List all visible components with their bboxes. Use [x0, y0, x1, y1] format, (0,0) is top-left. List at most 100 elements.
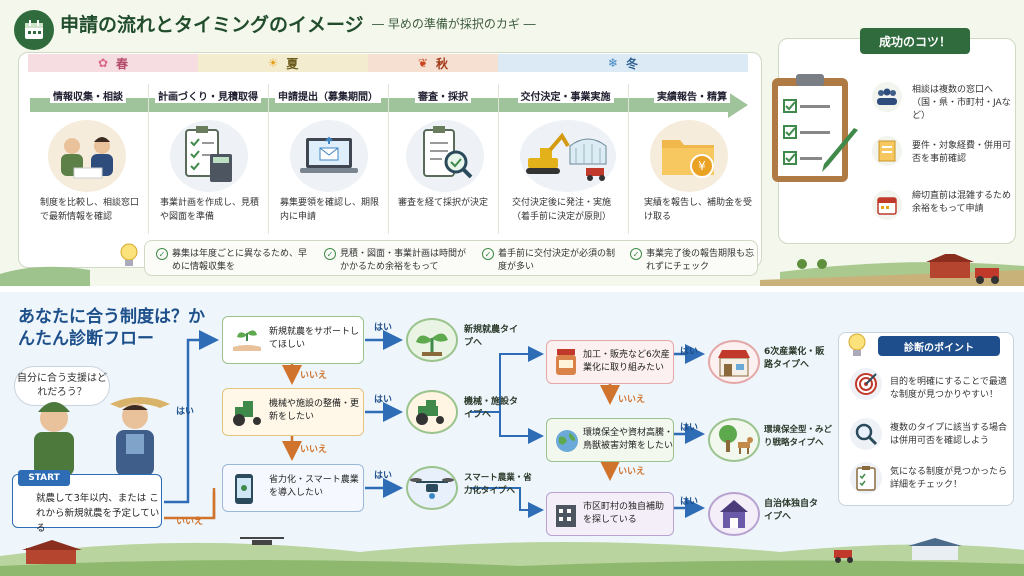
question-sixth-industry[interactable]: 加工・販売など6次産業化に取り組みたい — [546, 340, 674, 384]
document-icon — [872, 136, 902, 166]
shop-icon — [708, 340, 760, 384]
step-divider — [628, 84, 629, 234]
folder-yen-icon: ¥ — [650, 120, 728, 192]
step-desc: 審査を経て採択が決定 — [398, 198, 489, 208]
no-label: いいえ — [618, 395, 646, 405]
page-title: 申請の流れとタイミングのイメージ — [60, 14, 364, 36]
result-machinery[interactable]: 機械・施設タイプへ — [464, 397, 519, 420]
season-summer: ☀夏 — [198, 54, 368, 72]
question-municipality[interactable]: 市区町村の独自補助を探している — [546, 492, 674, 536]
diagnosis-point: 複数のタイプに該当する場合は併用可否を確認しよう — [890, 423, 1008, 446]
seedling-hand-icon — [231, 325, 263, 359]
yes-label: はい — [374, 395, 393, 405]
step-title: 審査・採択 — [388, 88, 498, 103]
step-desc: 制度を比較し、相談窓口で最新情報を確認 — [40, 198, 140, 222]
field-landscape — [0, 530, 1024, 576]
people-icon — [872, 82, 902, 112]
tip-text: 募集は年度ごとに異なるため、早めに情報収集を — [172, 249, 308, 272]
checklist-magnifier-icon — [406, 120, 484, 192]
success-tips-title: 成功のコツ！ — [860, 28, 970, 54]
success-tip: 締切直前は混雑するため余裕をもって申請 — [912, 191, 1012, 214]
maple-leaf-icon: ❦ — [417, 56, 429, 70]
check-circle-icon: ✓ — [324, 248, 336, 260]
result-environment[interactable]: 環境保全型・みどり戦略タイプへ — [764, 425, 833, 448]
building-icon — [553, 499, 579, 533]
checklist-icon — [850, 462, 882, 494]
season-autumn: ❦秋 — [368, 54, 498, 72]
success-tip: 相談は複数の窓口へ（国・県・市町村・JAなど） — [912, 85, 1011, 121]
step-title: 交付決定・事業実施 — [503, 88, 628, 103]
step-desc: 交付決定後に発注・実施（着手前に決定が原則） — [512, 198, 612, 222]
step-title: 申請提出（募集期間） — [268, 88, 388, 103]
sun-icon: ☀ — [267, 56, 279, 70]
yes-label: はい — [374, 323, 393, 333]
target-icon — [850, 368, 882, 400]
result-new-farmer[interactable]: 新規就農タイプへ — [464, 325, 519, 348]
field-landscape — [0, 252, 1024, 286]
diagnosis-point: 気になる制度が見つかったら詳細をチェック！ — [890, 467, 1008, 490]
smartphone-icon — [233, 473, 255, 509]
step-divider — [498, 84, 499, 234]
check-circle-icon: ✓ — [156, 248, 168, 260]
result-sixth-industry[interactable]: 6次産業化・販路タイプへ — [764, 347, 825, 370]
result-smart-farming[interactable]: スマート農業・省力化タイプへ — [464, 473, 532, 496]
step-desc: 実績を報告し、補助金を受け取る — [644, 198, 753, 222]
start-label: START — [18, 470, 70, 486]
yes-label: はい — [680, 497, 699, 507]
drone-icon — [406, 466, 458, 510]
question-machinery[interactable]: 機械や施設の整備・更新をしたい — [222, 388, 364, 436]
laptop-mail-icon — [290, 120, 368, 192]
sprout-icon — [406, 318, 458, 362]
speech-bubble: 自分に合う支援はどれだろう？ — [14, 366, 110, 406]
consultation-icon — [48, 120, 126, 192]
diagnosis-title: あなたに合う制度は？かんたん診断フロー — [18, 307, 205, 349]
question-environment[interactable]: 環境保全や資材高騰・鳥獣被害対策をしたい — [546, 418, 674, 462]
yes-label: はい — [680, 347, 699, 357]
tree-deer-icon — [708, 418, 760, 462]
step-title: 情報収集・相談 — [28, 88, 148, 103]
diagnosis-points-title: 診断のポイント — [878, 336, 1000, 356]
step-divider — [268, 84, 269, 234]
magnifier-icon — [850, 418, 882, 450]
farmers-illustration — [20, 384, 170, 480]
season-spring: ✿春 — [28, 54, 198, 72]
no-label: いいえ — [300, 445, 328, 455]
globe-leaf-icon — [553, 425, 581, 459]
clipboard-pen-icon — [766, 70, 866, 194]
step-title: 計画づくり・見積取得 — [148, 88, 268, 103]
clipboard-calculator-icon — [170, 120, 248, 192]
house-icon — [708, 492, 760, 536]
diagnosis-point: 目的を明確にすることで最適な制度が見つかりやすい！ — [890, 377, 1007, 400]
yes-label: はい — [374, 471, 393, 481]
start-question: 就農して3年以内、または これから新規就農を予定している — [36, 493, 160, 534]
jam-jar-icon — [553, 347, 579, 381]
tractor-icon — [406, 390, 458, 434]
excavator-greenhouse-icon — [520, 120, 616, 192]
season-winter: ❄冬 — [498, 54, 748, 72]
lightbulb-icon — [846, 332, 868, 364]
step-desc: 事業計画を作成し、見積や図面を準備 — [160, 198, 260, 222]
yes-label: はい — [680, 423, 699, 433]
tips-box — [144, 240, 758, 276]
tractor-icon — [229, 399, 265, 431]
success-tip: 要件・対象経費・併用可否を事前確認 — [912, 141, 1012, 164]
snowflake-icon: ❄ — [607, 56, 619, 70]
step-desc: 募集要領を確認し、期限内に申請 — [280, 198, 380, 222]
no-label: いいえ — [176, 517, 204, 527]
step-divider — [388, 84, 389, 234]
step-divider — [148, 84, 149, 234]
tip-text: 見積・図面・事業計画は時間がかかるため余裕をもって — [340, 249, 467, 272]
question-smart-farming[interactable]: 省力化・スマート農業を導入したい — [222, 464, 364, 512]
result-municipality[interactable]: 自治体独自タイプへ — [764, 499, 819, 522]
step-title: 実績報告・精算 — [632, 88, 752, 103]
no-label: いいえ — [618, 467, 646, 477]
calendar-icon — [14, 10, 54, 50]
timeline-arrow-head — [728, 92, 748, 118]
sakura-icon: ✿ — [97, 56, 109, 70]
question-new-farmer[interactable]: 新規就農をサポートしてほしい — [222, 316, 364, 364]
yes-label: はい — [176, 407, 195, 417]
no-label: いいえ — [300, 371, 328, 381]
flow-connectors — [164, 330, 705, 520]
lightbulb-icon — [118, 242, 140, 274]
svg-text:¥: ¥ — [698, 159, 706, 173]
